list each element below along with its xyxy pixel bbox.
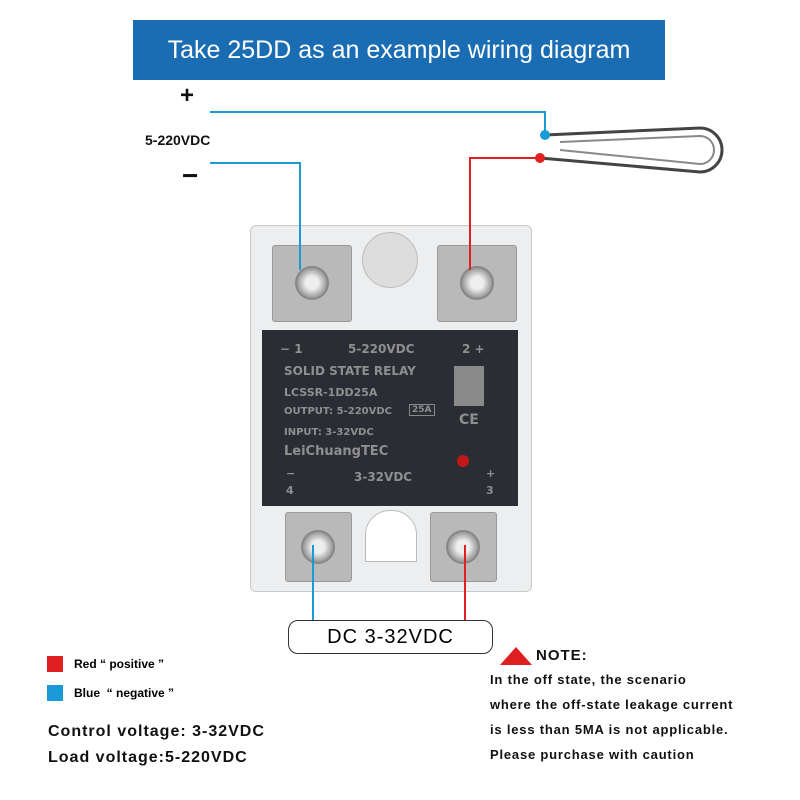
brand-name: LeiChuangTEC bbox=[284, 444, 389, 459]
legend-blue-swatch bbox=[47, 685, 63, 701]
terminal-1-label: − 1 bbox=[280, 342, 303, 356]
relay-output: OUTPUT: 5-220VDC bbox=[284, 406, 393, 417]
terminal-3-sign: + bbox=[486, 467, 496, 480]
mounting-slot bbox=[365, 510, 417, 562]
note-line: is less than 5MA is not applicable. bbox=[490, 722, 729, 737]
control-input-label: DC 3-32VDC bbox=[327, 625, 454, 648]
relay-type: SOLID STATE RELAY bbox=[284, 364, 416, 378]
brand-logo-icon bbox=[454, 366, 484, 406]
note-line: where the off-state leakage current bbox=[490, 697, 734, 712]
screw-icon bbox=[446, 530, 480, 564]
red-connection-dot bbox=[535, 153, 545, 163]
terminal-3 bbox=[430, 512, 497, 582]
title-banner: Take 25DD as an example wiring diagram bbox=[133, 20, 665, 80]
load-voltage-marking: 5-220VDC bbox=[348, 342, 415, 356]
control-voltage-spec: Control voltage: 3-32VDC bbox=[48, 723, 265, 740]
plus-sign: + bbox=[180, 82, 195, 109]
terminal-2-label: 2 + bbox=[462, 342, 485, 356]
screw-icon bbox=[295, 266, 329, 300]
terminal-4-sign: − bbox=[286, 467, 296, 480]
screw-icon bbox=[301, 530, 335, 564]
red-wire-terminal-2 bbox=[469, 157, 540, 270]
legend-red-label: Red “ positive ” bbox=[74, 657, 165, 671]
legend-red-swatch bbox=[47, 656, 63, 672]
terminal-4 bbox=[285, 512, 352, 582]
relay-label-panel: − 1 5-220VDC 2 + SOLID STATE RELAY LCSSR… bbox=[262, 330, 518, 506]
title-text: Take 25DD as an example wiring diagram bbox=[167, 35, 631, 64]
control-input-box: DC 3-32VDC bbox=[288, 620, 493, 654]
relay-input: INPUT: 3-32VDC bbox=[284, 427, 374, 438]
relay-rating: 25A bbox=[409, 404, 435, 416]
note-line: In the off state, the scenario bbox=[490, 672, 687, 687]
terminal-3-label: 3 bbox=[486, 484, 494, 497]
blue-wire-load bbox=[210, 111, 546, 135]
ce-mark: CE bbox=[459, 412, 479, 428]
relay-model: LCSSR-1DD25A bbox=[284, 386, 378, 399]
warning-triangle-icon bbox=[500, 647, 532, 665]
load-voltage-spec: Load voltage:5-220VDC bbox=[48, 749, 248, 766]
note-line: Please purchase with caution bbox=[490, 747, 695, 762]
blue-wire-terminal-1 bbox=[210, 162, 301, 270]
supply-voltage-label: 5-220VDC bbox=[145, 132, 211, 148]
blue-connection-dot bbox=[540, 130, 550, 140]
control-voltage-marking: 3-32VDC bbox=[354, 470, 413, 484]
legend-blue-label: Blue “ negative ” bbox=[74, 686, 175, 700]
terminal-2 bbox=[437, 245, 517, 322]
note-title: NOTE: bbox=[536, 647, 588, 664]
terminal-1 bbox=[272, 245, 352, 322]
terminal-4-label: 4 bbox=[286, 484, 294, 497]
heater-load-icon bbox=[539, 126, 724, 174]
mounting-hole bbox=[362, 232, 418, 288]
screw-icon bbox=[460, 266, 494, 300]
minus-sign: − bbox=[182, 160, 199, 191]
indicator-led bbox=[457, 455, 469, 467]
